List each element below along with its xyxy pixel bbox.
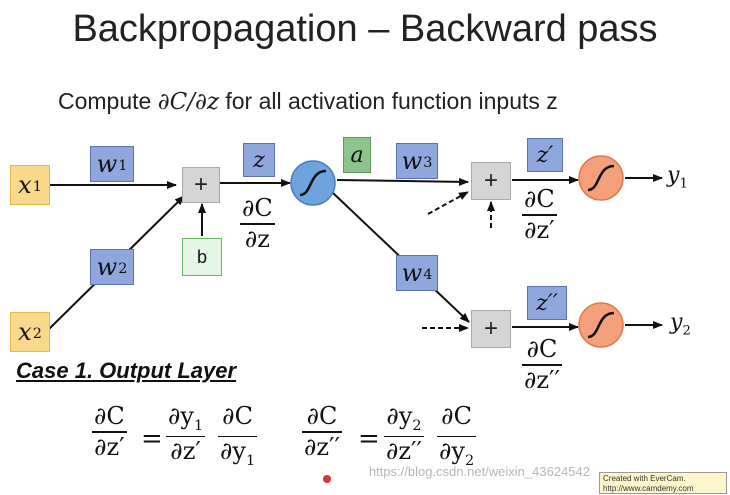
eq2-lhs: ∂C ∂z′′: [302, 402, 342, 461]
gradient-dC-dz-double-prime: ∂C ∂z′′: [522, 335, 562, 394]
slide-title: Backpropagation – Backward pass: [72, 8, 658, 50]
bias-b: b: [182, 238, 222, 276]
case-heading: Case 1. Output Layer: [16, 358, 237, 383]
output-y1: y1: [667, 163, 688, 192]
output-neuron-1: [578, 155, 624, 201]
gradient-dC-dz-prime: ∂C ∂z′: [522, 185, 557, 244]
evercam-badge: Created with EverCam. http://www.camdemy…: [599, 472, 727, 494]
eq2-r1: ∂y2 ∂z′′: [384, 402, 424, 466]
cursor-dot: [323, 475, 331, 483]
a-label: a: [343, 137, 371, 173]
eq2-r2: ∂C ∂y2: [437, 402, 477, 470]
sum-node-hidden: +: [182, 167, 220, 203]
sum-node-output-2: +: [471, 310, 511, 348]
eq1-equals: =: [141, 424, 163, 454]
output-y2: y2: [670, 310, 691, 339]
eq1-r1: ∂y1 ∂z′: [166, 402, 206, 466]
gradient-dC-dz: ∂C ∂z: [240, 194, 275, 253]
eq1-lhs: ∂C ∂z′: [92, 402, 127, 461]
eq1-r2: ∂C ∂y1: [218, 402, 258, 470]
sum-node-output-1: +: [471, 162, 511, 200]
output-neuron-2: [578, 302, 624, 348]
z-double-prime-label: z′′: [527, 286, 567, 320]
slide-subtitle: Compute ∂C/∂z for all activation functio…: [58, 88, 558, 115]
edge-neuron-to-sum3: [336, 177, 469, 186]
edge-dashed-in-sum3-left: [427, 191, 469, 215]
hidden-neuron: [290, 160, 336, 206]
watermark: https://blog.csdn.net/weixin_43624542: [368, 464, 590, 479]
z-prime-label: z′: [527, 138, 563, 172]
eq2-equals: =: [358, 424, 380, 454]
z-label: z: [243, 143, 275, 177]
